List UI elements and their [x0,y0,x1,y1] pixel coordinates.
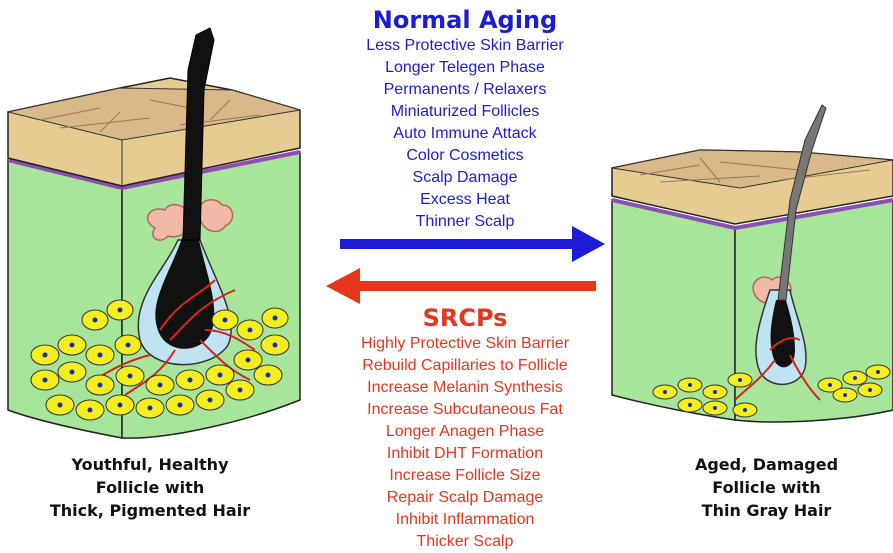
caption-line: Thick, Pigmented Hair [0,499,300,522]
caption-line: Thin Gray Hair [640,499,893,522]
srcps-item: Highly Protective Skin Barrier [290,333,640,355]
srcps-item: Increase Follicle Size [290,465,640,487]
normal-aging-item: Scalp Damage [300,167,630,189]
srcps-title: SRCPs [290,303,640,333]
caption-line: Follicle with [0,476,300,499]
aged-skin-cross-section [612,105,893,422]
normal-aging-item: Miniaturized Follicles [300,101,630,123]
srcps-item: Inhibit Inflammation [290,509,640,531]
normal-aging-item: Excess Heat [300,189,630,211]
normal-aging-list: Normal Aging Less Protective Skin Barrie… [300,5,630,233]
normal-aging-title: Normal Aging [300,5,630,35]
srcps-item: Longer Anagen Phase [290,421,640,443]
srcps-item: Thicker Scalp [290,531,640,553]
caption-line: Aged, Damaged [640,453,893,476]
srcps-list: SRCPs Highly Protective Skin Barrier Reb… [290,303,640,553]
caption-line: Youthful, Healthy [0,453,300,476]
normal-aging-item: Thinner Scalp [300,211,630,233]
normal-aging-item: Less Protective Skin Barrier [300,35,630,57]
normal-aging-item: Longer Telegen Phase [300,57,630,79]
srcps-item: Inhibit DHT Formation [290,443,640,465]
normal-aging-item: Permanents / Relaxers [300,79,630,101]
srcps-arrow-left [326,268,596,304]
youthful-follicle-caption: Youthful, Healthy Follicle with Thick, P… [0,453,300,522]
srcps-item: Repair Scalp Damage [290,487,640,509]
aged-follicle-caption: Aged, Damaged Follicle with Thin Gray Ha… [640,453,893,522]
youthful-skin-cross-section [8,28,300,438]
caption-line: Follicle with [640,476,893,499]
srcps-item: Rebuild Capillaries to Follicle [290,355,640,377]
srcps-item: Increase Melanin Synthesis [290,377,640,399]
normal-aging-item: Color Cosmetics [300,145,630,167]
normal-aging-item: Auto Immune Attack [300,123,630,145]
srcps-item: Increase Subcutaneous Fat [290,399,640,421]
